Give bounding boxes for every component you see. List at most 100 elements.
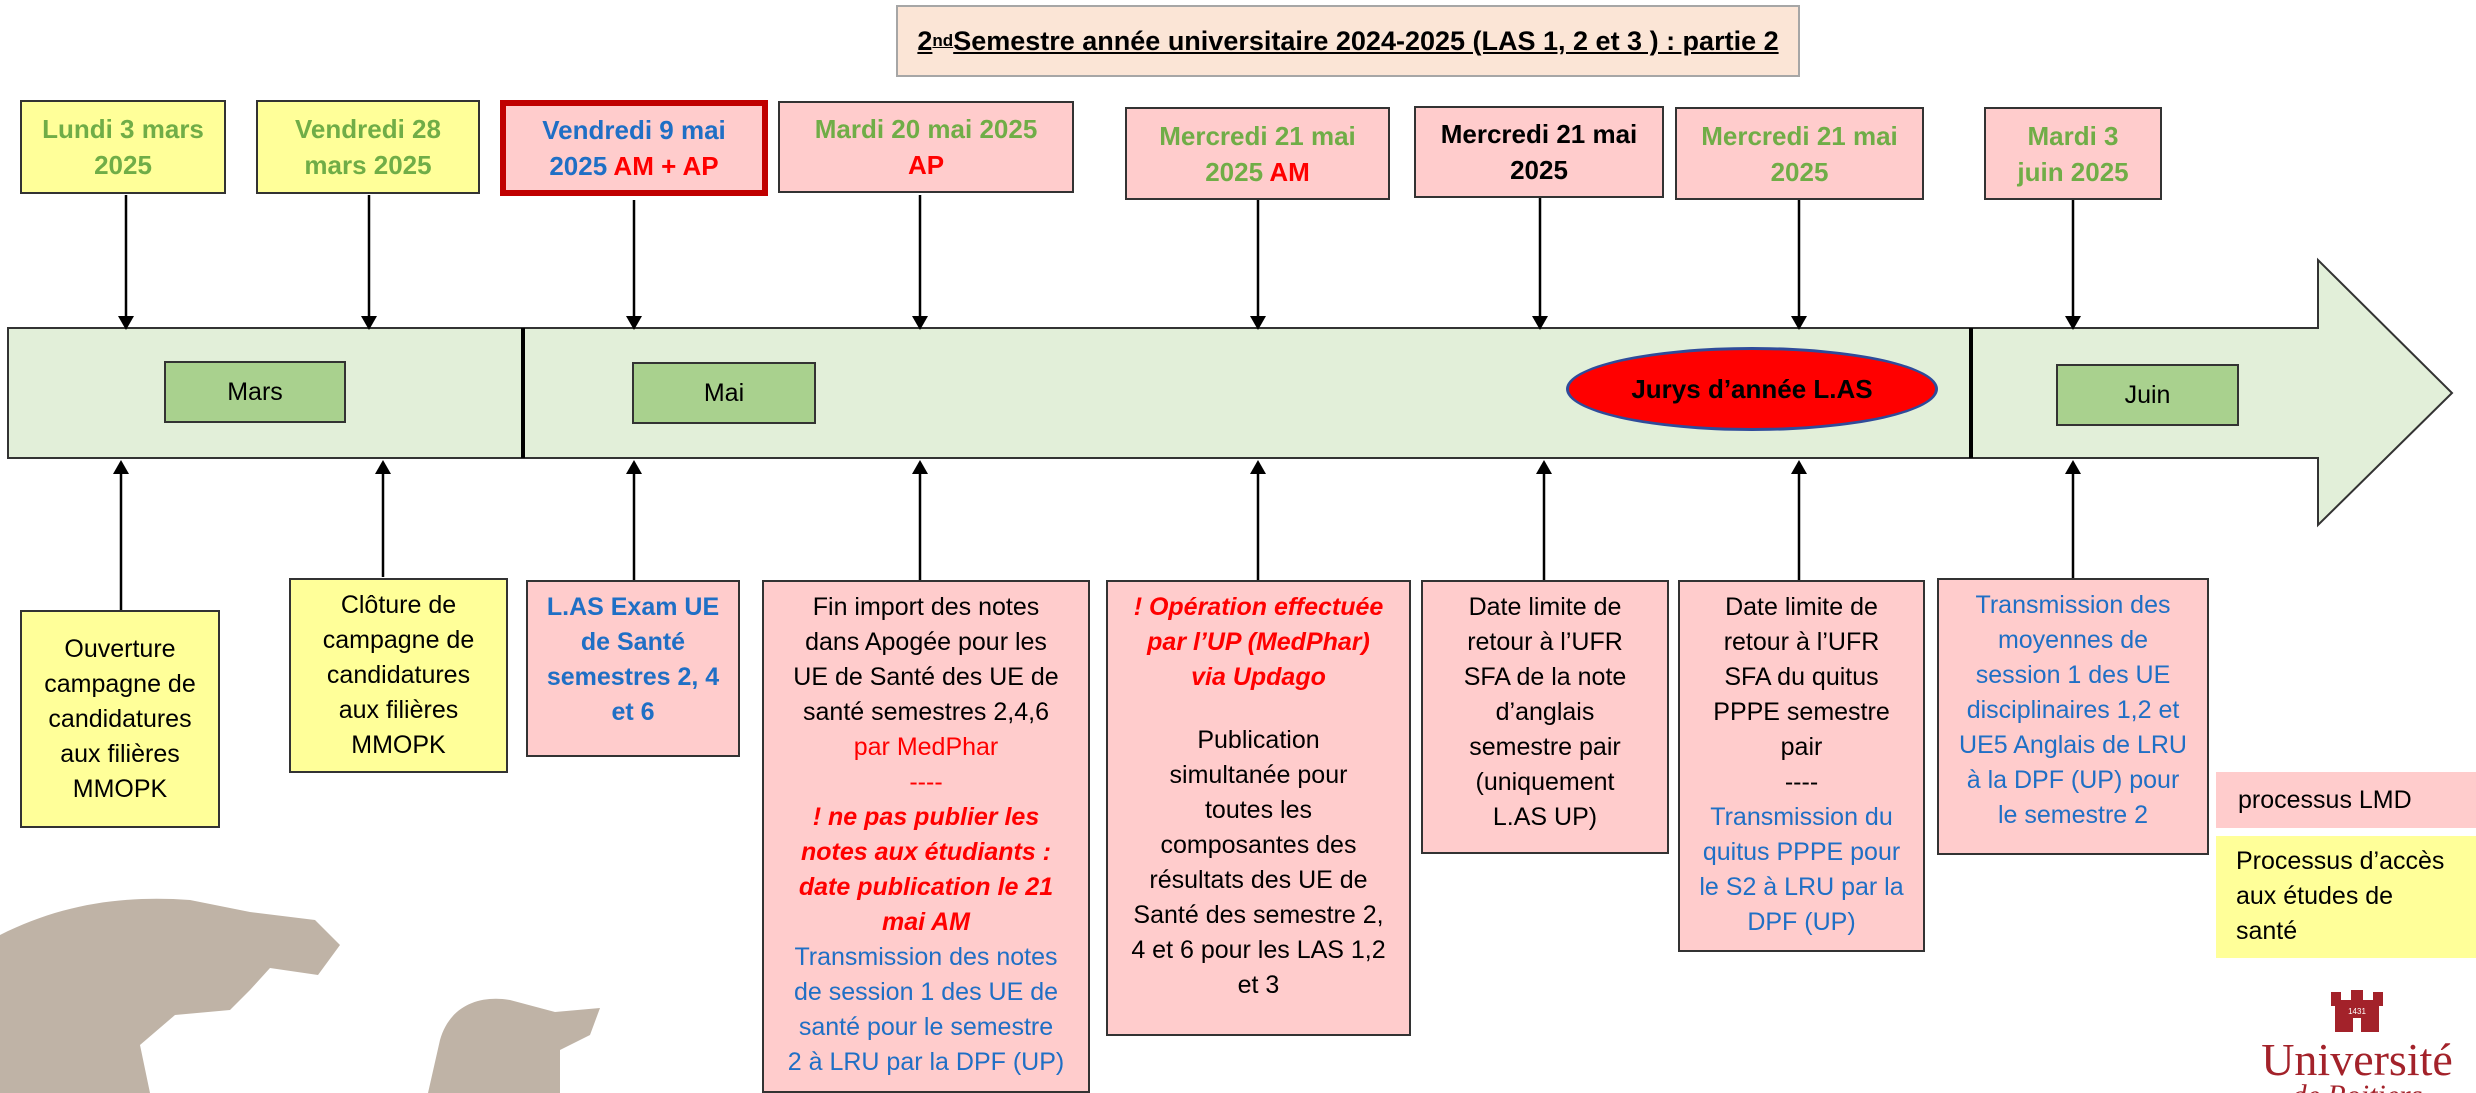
date-box-6: Mercredi 21 mai 2025 [1414, 106, 1664, 198]
date-2-line1: Vendredi 28 [295, 114, 441, 144]
event-3-line: L.AS Exam UE [546, 593, 720, 621]
logo-word: Université [2261, 1034, 2453, 1085]
event-5-line: Publication [1197, 726, 1320, 754]
legend-lmd: processus LMD [2216, 772, 2476, 828]
university-logo: 1431 Université de Poitiers [2238, 990, 2476, 1093]
top-connectors [124, 195, 2075, 320]
date-5-session: AM [1263, 156, 1310, 187]
event-box-2: Clôture de campagne de candidatures aux … [289, 578, 508, 773]
date-8-line1: Mardi 3 [2027, 120, 2119, 151]
date-box-4: Mardi 20 mai 2025 AP [778, 101, 1074, 193]
event-box-7: Date limite de retour à l’UFR SFA du qui… [1678, 580, 1925, 952]
event-7-line: SFA du quitus [1724, 663, 1879, 691]
event-4-line: notes aux étudiants : [800, 838, 1052, 866]
date-box-3: Vendredi 9 mai 2025 AM + AP [500, 100, 768, 196]
event-box-4: Fin import des notes dans Apogée pour le… [762, 580, 1090, 1093]
date-box-7: Mercredi 21 mai 2025 [1675, 107, 1924, 200]
event-4-line: santé semestres 2,4,6 [803, 698, 1049, 726]
event-4-line: ! ne pas publier les [812, 803, 1040, 831]
date-7-line1: Mercredi 21 mai [1701, 120, 1898, 151]
event-1-line: aux filières [60, 739, 180, 768]
date-7-line2: 2025 [1770, 156, 1829, 187]
legend-sante-line: Processus d’accès [2236, 847, 2445, 875]
jury-text: Jurys d’année L.AS [1631, 373, 1873, 404]
event-7-line: DPF (UP) [1747, 908, 1856, 936]
event-4-line: ---- [909, 768, 943, 796]
event-8-line: à la DPF (UP) pour [1966, 766, 2180, 794]
event-8-line: le semestre 2 [1997, 801, 2149, 829]
event-6-line: SFA de la note [1463, 663, 1627, 691]
event-8-line: moyennes de [1997, 626, 2149, 654]
event-5-line: toutes les [1204, 796, 1312, 824]
event-3-line: de Santé [580, 628, 686, 656]
event-4-line: UE de Santé des UE de [793, 663, 1059, 691]
date-5-line1: Mercredi 21 mai [1159, 120, 1356, 151]
event-4-line: de session 1 des UE de [793, 978, 1059, 1006]
date-3-year: 2025 [549, 151, 608, 181]
title-pre: 2 [917, 25, 933, 56]
top-arrowheads [118, 316, 2081, 330]
event-8-line: UE5 Anglais de LRU [1959, 731, 2187, 759]
event-5-line: par l’UP (MedPhar) [1147, 628, 1370, 656]
month-label-mars: Mars [164, 361, 346, 423]
event-4-line: 2 à LRU par la DPF (UP) [787, 1048, 1065, 1076]
title-sup: nd [932, 31, 954, 50]
legend-sante-line: santé [2236, 917, 2298, 945]
date-5-year: 2025 [1205, 156, 1264, 187]
event-box-5: ! Opération effectuée par l’UP (MedPhar)… [1106, 580, 1411, 1036]
date-3-session: AM + AP [607, 151, 719, 181]
event-8-line: session 1 des UE [1975, 661, 2171, 689]
event-5-line: composantes des [1160, 831, 1357, 859]
event-7-line: retour à l’UFR [1723, 628, 1880, 656]
date-1-line1: Lundi 3 mars [42, 114, 204, 144]
event-4-line: date publication le 21 [798, 873, 1054, 901]
date-8-line2: juin 2025 [2017, 156, 2129, 187]
event-6-line: L.AS UP) [1492, 803, 1598, 831]
date-box-5: Mercredi 21 mai 2025 AM [1125, 107, 1390, 200]
event-3-line: semestres 2, 4 [546, 663, 720, 691]
month-label-mai: Mai [632, 362, 816, 424]
date-box-2: Vendredi 28 mars 2025 [256, 100, 480, 194]
legend-sante-line: aux études de [2236, 882, 2394, 910]
event-2-line: candidatures [326, 661, 471, 689]
lion-watermark [0, 898, 600, 1093]
bottom-connectors [119, 470, 2075, 610]
event-6-line: Date limite de [1468, 593, 1622, 621]
date-1-line2: 2025 [94, 150, 152, 180]
event-4-line: par MedPhar [853, 733, 999, 761]
event-5-line: via Updago [1191, 663, 1326, 691]
date-2-line2: mars 2025 [304, 150, 432, 180]
month-text-mars: Mars [227, 377, 283, 406]
event-1-line: MMOPK [72, 774, 168, 803]
event-6-line: (uniquement [1475, 768, 1615, 796]
bottom-arrowheads [113, 460, 2081, 474]
month-text-mai: Mai [703, 378, 745, 407]
date-box-8: Mardi 3 juin 2025 [1984, 107, 2162, 200]
event-2-line: Clôture de [340, 591, 457, 619]
event-6-line: d’anglais [1495, 698, 1595, 726]
event-4-line: santé pour le semestre [798, 1013, 1054, 1041]
event-4-line: dans Apogée pour les [805, 628, 1047, 656]
event-7-line: quitus PPPE pour [1702, 838, 1901, 866]
logo-sub: de Poitiers [2238, 1081, 2476, 1093]
event-5-line: et 3 [1237, 971, 1280, 999]
event-7-line: pair [1780, 733, 1823, 761]
event-box-6: Date limite de retour à l’UFR SFA de la … [1421, 580, 1669, 854]
event-5-line: 4 et 6 pour les LAS 1,2 [1131, 936, 1386, 964]
event-4-line: Transmission des notes [794, 943, 1058, 971]
event-7-line: PPPE semestre [1713, 698, 1890, 726]
event-2-line: campagne de [322, 626, 475, 654]
event-7-line: Transmission du [1710, 803, 1893, 831]
date-4-line1: Mardi 20 mai 2025 [814, 114, 1038, 144]
date-3-line1: Vendredi 9 mai [542, 115, 726, 145]
event-1-line: campagne de [44, 669, 196, 698]
date-6-line1: Mercredi 21 mai [1440, 119, 1638, 149]
event-2-line: aux filières [338, 696, 459, 724]
event-8-line: Transmission des [1975, 591, 2171, 619]
event-6-line: retour à l’UFR [1467, 628, 1623, 656]
event-6-line: semestre pair [1469, 733, 1621, 761]
legend-sante: Processus d’accès aux études de santé [2216, 836, 2476, 958]
date-4-line2: AP [907, 150, 945, 180]
